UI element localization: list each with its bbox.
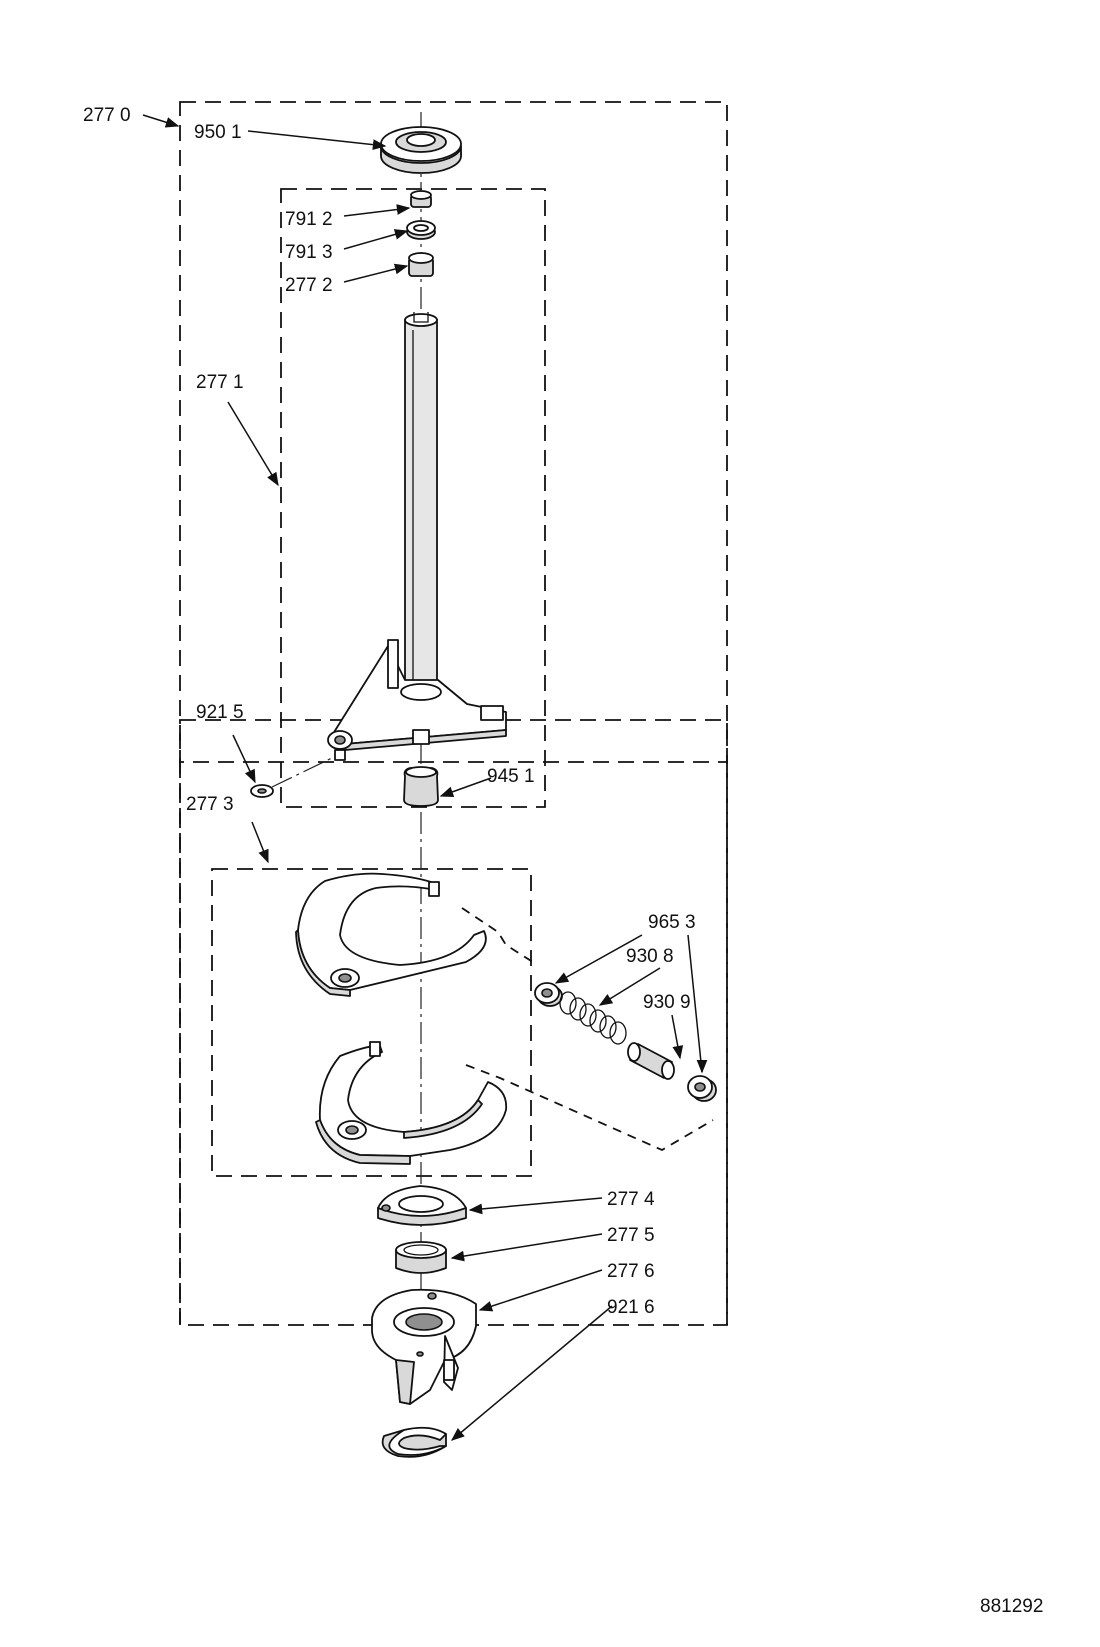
callout-950-1: 950 1 bbox=[194, 122, 242, 143]
seal-part bbox=[380, 126, 462, 174]
callout-945-1: 945 1 bbox=[487, 766, 535, 787]
callout-921-5: 921 5 bbox=[196, 702, 244, 723]
shaft-part bbox=[404, 312, 438, 696]
upper-brake-shoe bbox=[295, 872, 487, 997]
retaining-ring-part bbox=[381, 1426, 447, 1458]
grommet-part bbox=[403, 766, 439, 807]
callout-277-6: 277 6 bbox=[607, 1261, 655, 1282]
callout-277-4: 277 4 bbox=[607, 1189, 655, 1210]
sleeve-part bbox=[395, 1241, 447, 1274]
clip-part bbox=[250, 784, 274, 798]
drawing-number: 881292 bbox=[980, 1596, 1043, 1617]
spring-part bbox=[559, 991, 627, 1045]
callout-930-9: 930 9 bbox=[643, 992, 691, 1013]
spring-washer-part bbox=[534, 982, 563, 1007]
callout-277-3: 277 3 bbox=[186, 794, 234, 815]
lower-brake-shoe bbox=[315, 1041, 508, 1165]
pin-part bbox=[627, 1042, 675, 1080]
callout-791-2: 791 2 bbox=[285, 209, 333, 230]
bushing-part bbox=[408, 252, 434, 277]
outer-assembly-frame bbox=[179, 101, 728, 763]
callout-965-3: 965 3 bbox=[648, 912, 696, 933]
callout-277-1: 277 1 bbox=[196, 372, 244, 393]
callout-791-3: 791 3 bbox=[285, 242, 333, 263]
cap-part bbox=[410, 190, 432, 208]
callout-921-6: 921 6 bbox=[607, 1297, 655, 1318]
washer-part bbox=[406, 220, 436, 240]
yoke-part bbox=[371, 1288, 477, 1405]
brake-subassembly-frame bbox=[211, 868, 532, 1177]
hub-part bbox=[377, 1185, 467, 1226]
shaft-subassembly-frame bbox=[280, 188, 546, 808]
callout-277-2: 277 2 bbox=[285, 275, 333, 296]
end-washer-part bbox=[687, 1075, 717, 1102]
callout-930-8: 930 8 bbox=[626, 946, 674, 967]
callout-277-5: 277 5 bbox=[607, 1225, 655, 1246]
callout-277-0: 277 0 bbox=[83, 105, 131, 126]
bracket-plate-part bbox=[327, 639, 507, 761]
